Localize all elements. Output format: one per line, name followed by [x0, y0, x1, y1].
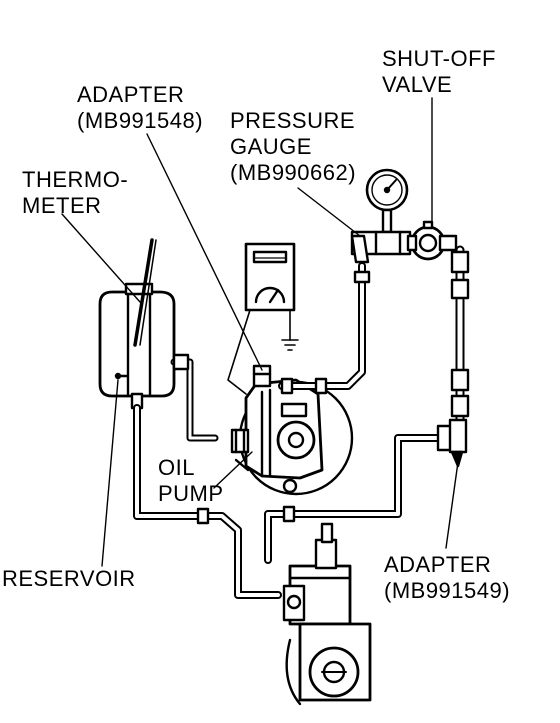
adapter-bottom-label: ADAPTER (MB991549)	[384, 552, 510, 604]
thermometer-label: THERMO- METER	[22, 167, 128, 219]
pressure-gauge-line3: (MB990662)	[230, 160, 357, 185]
adapter-bottom-line1: ADAPTER	[384, 552, 492, 577]
adapter-top-label: ADAPTER (MB991548)	[77, 82, 203, 134]
reservoir	[98, 282, 176, 410]
lower-adapter	[436, 418, 468, 468]
leader-lines	[61, 97, 459, 567]
oil-pump-line1: OIL	[158, 455, 195, 480]
steering-gearbox	[282, 522, 372, 706]
thermometer-line1: THERMO-	[22, 167, 129, 192]
pressure-gauge-line1: PRESSURE	[230, 108, 356, 133]
oil-pump-line2: PUMP	[158, 481, 224, 506]
shut-off-valve-line1: SHUT-OFF	[382, 46, 496, 71]
shut-off-valve-line2: VALVE	[382, 72, 453, 97]
tester	[227, 242, 299, 395]
adapter-top-line2: (MB991548)	[77, 108, 204, 133]
reservoir-label: RESERVOIR	[2, 566, 136, 591]
pressure-hose	[278, 262, 371, 395]
reservoir-hoses	[133, 353, 442, 599]
return-hose	[450, 245, 470, 425]
pressure-gauge-label: PRESSURE GAUGE (MB990662)	[230, 108, 356, 186]
thermometer	[133, 238, 157, 347]
adapter-bottom-line2: (MB991549)	[384, 578, 511, 603]
pressure-gauge	[350, 168, 412, 264]
adapter-top-line1: ADAPTER	[77, 82, 185, 107]
pressure-gauge-line2: GAUGE	[230, 134, 312, 159]
shut-off-valve-label: SHUT-OFF VALVE	[382, 46, 496, 98]
thermometer-line2: METER	[22, 193, 102, 218]
shut-off-valve	[406, 220, 458, 261]
oil-pump-label: OIL PUMP	[158, 455, 224, 507]
